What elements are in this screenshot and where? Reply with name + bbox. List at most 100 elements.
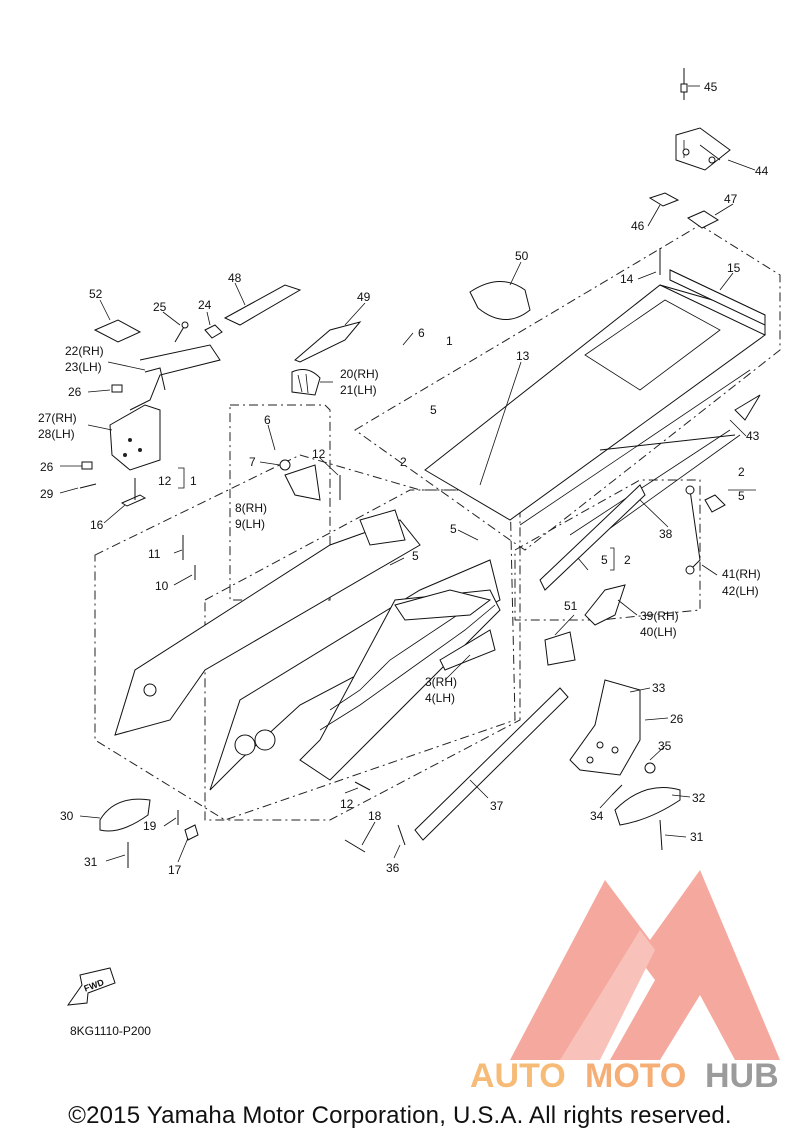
part-3-4-bracket bbox=[439, 629, 496, 671]
label-36: 36 bbox=[386, 861, 400, 875]
label-3: 3(RH) bbox=[425, 675, 457, 689]
part-17-washer bbox=[184, 824, 199, 841]
label-5c: 5 bbox=[450, 522, 457, 536]
label-28: 28(LH) bbox=[38, 427, 75, 441]
label-26c: 26 bbox=[670, 712, 684, 726]
label-4: 4(LH) bbox=[425, 691, 455, 705]
label-48: 48 bbox=[228, 271, 242, 285]
label-35: 35 bbox=[658, 739, 672, 753]
part-15-rail bbox=[669, 269, 766, 326]
label-27: 27(RH) bbox=[38, 411, 77, 425]
label-49: 49 bbox=[357, 290, 371, 304]
label-26b: 26 bbox=[40, 460, 54, 474]
label-15: 15 bbox=[727, 261, 741, 275]
part-31-bolt bbox=[127, 819, 663, 868]
label-50: 50 bbox=[515, 249, 529, 263]
part-45-bolt bbox=[680, 68, 688, 100]
part-labels: 45 44 46 47 14 15 50 13 1 6 5 43 48 49 5… bbox=[38, 80, 769, 877]
label-21: 21(LH) bbox=[340, 383, 377, 397]
part-7-nut bbox=[279, 459, 291, 471]
label-5e: 5 bbox=[412, 549, 419, 563]
watermark-hub: HUB bbox=[705, 1057, 779, 1095]
label-19: 19 bbox=[143, 819, 157, 833]
label-7: 7 bbox=[249, 455, 256, 469]
part-44-bracket bbox=[675, 127, 731, 171]
label-29: 29 bbox=[40, 487, 54, 501]
label-20: 20(RH) bbox=[340, 367, 379, 381]
label-31a: 31 bbox=[84, 855, 98, 869]
label-41: 41(RH) bbox=[722, 567, 761, 581]
label-16: 16 bbox=[90, 518, 104, 532]
label-1b: 1 bbox=[190, 474, 197, 488]
part-25-bolt bbox=[174, 321, 189, 343]
label-2c: 2 bbox=[624, 553, 631, 567]
label-12b: 12 bbox=[158, 474, 172, 488]
part-26-clip bbox=[81, 384, 123, 470]
label-40: 40(LH) bbox=[640, 625, 677, 639]
label-5d: 5 bbox=[601, 553, 608, 567]
label-43: 43 bbox=[746, 429, 760, 443]
label-33: 33 bbox=[652, 681, 666, 695]
label-11: 11 bbox=[148, 547, 161, 561]
part-50-decal bbox=[469, 281, 531, 320]
label-5a: 5 bbox=[430, 403, 437, 417]
fwd-arrow-icon: FWD bbox=[66, 967, 116, 1006]
label-31b: 31 bbox=[690, 830, 704, 844]
label-25: 25 bbox=[153, 300, 167, 314]
label-17: 17 bbox=[168, 863, 182, 877]
part-46-decal bbox=[648, 192, 680, 207]
label-24: 24 bbox=[198, 298, 212, 312]
label-12a: 12 bbox=[312, 447, 326, 461]
watermark-moto: MOTO bbox=[585, 1057, 686, 1095]
label-26a: 26 bbox=[68, 385, 82, 399]
part-52-cap bbox=[93, 319, 142, 343]
label-18: 18 bbox=[368, 809, 382, 823]
label-23: 23(LH) bbox=[65, 360, 102, 374]
part-34-bolt bbox=[611, 784, 623, 796]
part-12-bolt bbox=[134, 475, 371, 791]
label-32: 32 bbox=[692, 791, 706, 805]
label-2a: 2 bbox=[400, 455, 407, 469]
label-13: 13 bbox=[516, 349, 530, 363]
label-30: 30 bbox=[60, 809, 74, 823]
label-10: 10 bbox=[155, 579, 169, 593]
part-20-21-boot bbox=[291, 369, 321, 396]
label-42: 42(LH) bbox=[722, 584, 759, 598]
label-52: 52 bbox=[89, 287, 103, 301]
part-2-frame bbox=[114, 509, 501, 791]
part-36-bolt bbox=[397, 824, 406, 846]
part-51-block bbox=[544, 631, 576, 666]
label-9: 9(LH) bbox=[235, 517, 265, 531]
label-1a: 1 bbox=[446, 334, 453, 348]
part-33-bracket bbox=[569, 679, 641, 776]
part-29-bolt bbox=[79, 483, 97, 489]
diagram-reference-code: 8KG1110-P200 bbox=[70, 1024, 151, 1038]
copyright-notice: ©2015 Yamaha Motor Corporation, U.S.A. A… bbox=[68, 1102, 732, 1129]
part-16-plate bbox=[120, 494, 147, 507]
label-5b: 5 bbox=[738, 489, 745, 503]
watermark-auto: AUTO bbox=[470, 1057, 566, 1095]
label-6b: 6 bbox=[264, 413, 271, 427]
part-35-nut bbox=[644, 762, 656, 774]
part-30-foot-plate bbox=[99, 798, 151, 832]
part-48-decal bbox=[223, 284, 302, 326]
watermark-logo: AUTO MOTO HUB bbox=[470, 870, 780, 1095]
label-8: 8(RH) bbox=[235, 501, 267, 515]
label-34: 34 bbox=[590, 809, 604, 823]
label-51: 51 bbox=[564, 599, 578, 613]
part-8-9-mount bbox=[284, 464, 321, 501]
label-14: 14 bbox=[620, 272, 634, 286]
part-27-28-bracket bbox=[109, 404, 161, 471]
label-47: 47 bbox=[724, 192, 738, 206]
label-38: 38 bbox=[659, 527, 673, 541]
label-46: 46 bbox=[631, 219, 645, 233]
part-32-foot-plate bbox=[614, 787, 681, 826]
part-49-decal bbox=[294, 321, 362, 363]
label-44: 44 bbox=[755, 164, 769, 178]
part-37-tube bbox=[414, 687, 569, 841]
label-22: 22(RH) bbox=[65, 344, 104, 358]
part-39-40-bracket bbox=[584, 584, 626, 626]
label-37: 37 bbox=[490, 799, 504, 813]
label-6a: 6 bbox=[418, 326, 425, 340]
